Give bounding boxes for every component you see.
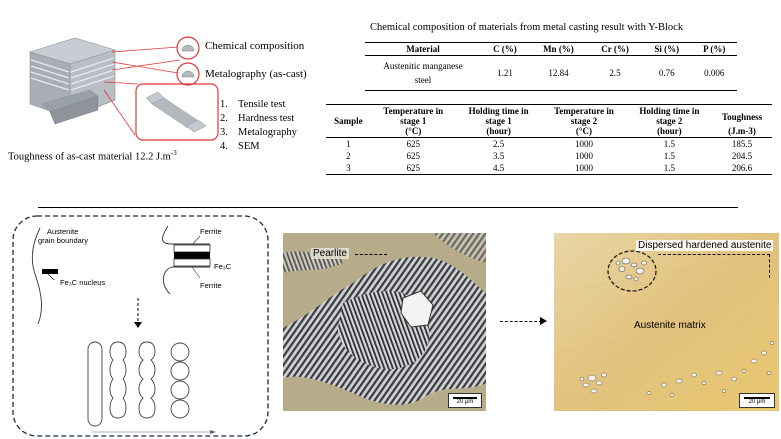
transition-arrow bbox=[500, 321, 542, 322]
table-row: Austenitic manganese steel 1.21 12.84 2.… bbox=[365, 56, 737, 91]
rod-shape bbox=[87, 341, 103, 427]
tensile-specimen bbox=[145, 91, 207, 133]
fe3c-nucleus-mark bbox=[42, 269, 58, 274]
label-metalography-ascast: Metalography (as-cast) bbox=[205, 68, 307, 80]
test-item: 4.SEM bbox=[220, 141, 260, 152]
section-divider bbox=[38, 207, 738, 208]
label-fe3c-nucleus: Fe₃C nucleus bbox=[60, 278, 106, 287]
dispersed-arrow-h bbox=[658, 254, 770, 255]
scale-bar: 20 μm bbox=[448, 393, 482, 408]
fe3c-lamella-mark bbox=[174, 252, 210, 259]
austenite-matrix-label: Austenite matrix bbox=[634, 320, 706, 331]
austenite-micrograph: Dispersed hardened austenite Austenite m… bbox=[554, 233, 779, 411]
test-list: 1.Tensile test 2.Hardness test 3.Metalog… bbox=[220, 98, 297, 154]
y-block-casting bbox=[28, 37, 117, 125]
chem-sample-circle bbox=[176, 36, 200, 60]
toughness-caption: Toughness of as-cast material 12.2 J.m-3 bbox=[8, 149, 177, 163]
dashed-frame bbox=[12, 215, 269, 437]
sphere bbox=[170, 342, 190, 362]
y-block-illustration bbox=[28, 36, 219, 141]
test-item: 3.Metalography bbox=[220, 127, 297, 138]
tensile-specimen-box bbox=[135, 83, 219, 141]
sphere bbox=[170, 399, 190, 419]
highlight-circle bbox=[607, 250, 657, 292]
table1-title: Chemical composition of materials from m… bbox=[370, 22, 684, 33]
metallo-sample-circle bbox=[176, 62, 200, 86]
sphere bbox=[170, 361, 190, 381]
sphere bbox=[170, 380, 190, 400]
label-grain-boundary: grain boundary bbox=[38, 236, 89, 245]
table-header-row: Material C (%) Mn (%) Cr (%) Si (%) P (%… bbox=[365, 42, 737, 56]
label-ferrite-top: Ferrite bbox=[200, 227, 222, 236]
pearlite-label: Pearlite bbox=[311, 248, 349, 259]
test-item: 1.Tensile test bbox=[220, 99, 286, 110]
pearlite-formation-schematic bbox=[12, 215, 269, 437]
scale-bar: 20 μm bbox=[739, 393, 775, 408]
label-austenite: Austenite bbox=[47, 227, 79, 236]
label-ferrite-bottom: Ferrite bbox=[200, 281, 222, 290]
label-chemical-composition: Chemical composition bbox=[205, 40, 305, 52]
test-item: 2.Hardness test bbox=[220, 113, 295, 124]
pearlite-micrograph: Pearlite 20 μm bbox=[283, 233, 486, 411]
dispersed-arrow-v bbox=[769, 254, 770, 278]
label-fe3c: Fe₃C bbox=[214, 262, 232, 271]
pearlite-arrow bbox=[355, 254, 387, 255]
chemical-composition-table: Material C (%) Mn (%) Cr (%) Si (%) P (%… bbox=[365, 42, 737, 91]
dispersed-austenite-label: Dispersed hardened austenite bbox=[636, 240, 774, 251]
